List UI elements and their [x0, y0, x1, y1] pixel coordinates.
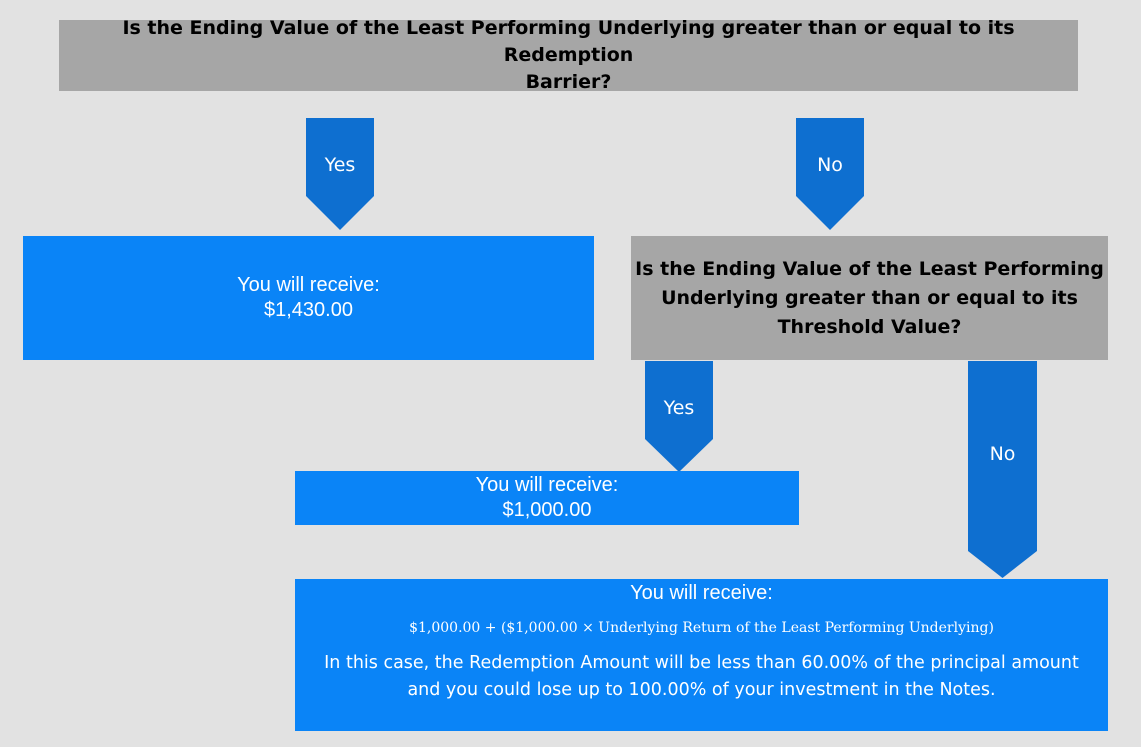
outcome-3-note-line-1: In this case, the Redemption Amount will… [324, 653, 1079, 673]
no-arrow-2: No [968, 361, 1037, 578]
no-label-1: No [817, 154, 843, 176]
question-2-line-2: Underlying greater than or equal to its [661, 286, 1078, 309]
yes-arrow-1-shape [306, 118, 374, 230]
yes-arrow-2: Yes [645, 361, 713, 472]
question-1-line-2: Barrier? [525, 71, 612, 93]
question-threshold-value: Is the Ending Value of the Least Perform… [631, 236, 1108, 360]
outcome-1000: You will receive: $1,000.00 [295, 471, 799, 525]
outcome-loss: You will receive: $1,000.00 + ($1,000.00… [295, 579, 1108, 731]
question-1-line-1: Is the Ending Value of the Least Perform… [122, 17, 1015, 66]
outcome-2-amount: $1,000.00 [502, 499, 592, 521]
yes-arrow-2-shape [645, 361, 713, 472]
outcome-3-line-1: You will receive: [630, 582, 773, 604]
no-label-2: No [989, 443, 1016, 465]
question-2-line-3: Threshold Value? [777, 315, 962, 338]
no-arrow-2-shape [968, 361, 1037, 578]
outcome-2-line-1: You will receive: [475, 474, 619, 496]
no-arrow-1-shape [796, 118, 864, 230]
outcome-3-formula: $1,000.00 + ($1,000.00 × Underlying Retu… [409, 620, 994, 636]
yes-label-1: Yes [324, 154, 356, 176]
outcome-3-note-line-2: and you could lose up to 100.00% of your… [407, 680, 996, 700]
outcome-1-amount: $1,430.00 [264, 299, 353, 321]
yes-arrow-1: Yes [306, 118, 374, 230]
question-2-line-1: Is the Ending Value of the Least Perform… [635, 257, 1104, 280]
yes-label-2: Yes [663, 397, 695, 419]
no-arrow-1: No [796, 118, 864, 230]
question-redemption-barrier: Is the Ending Value of the Least Perform… [59, 17, 1078, 93]
outcome-1430: You will receive: $1,430.00 [23, 236, 594, 360]
outcome-1-line-1: You will receive: [237, 274, 380, 296]
